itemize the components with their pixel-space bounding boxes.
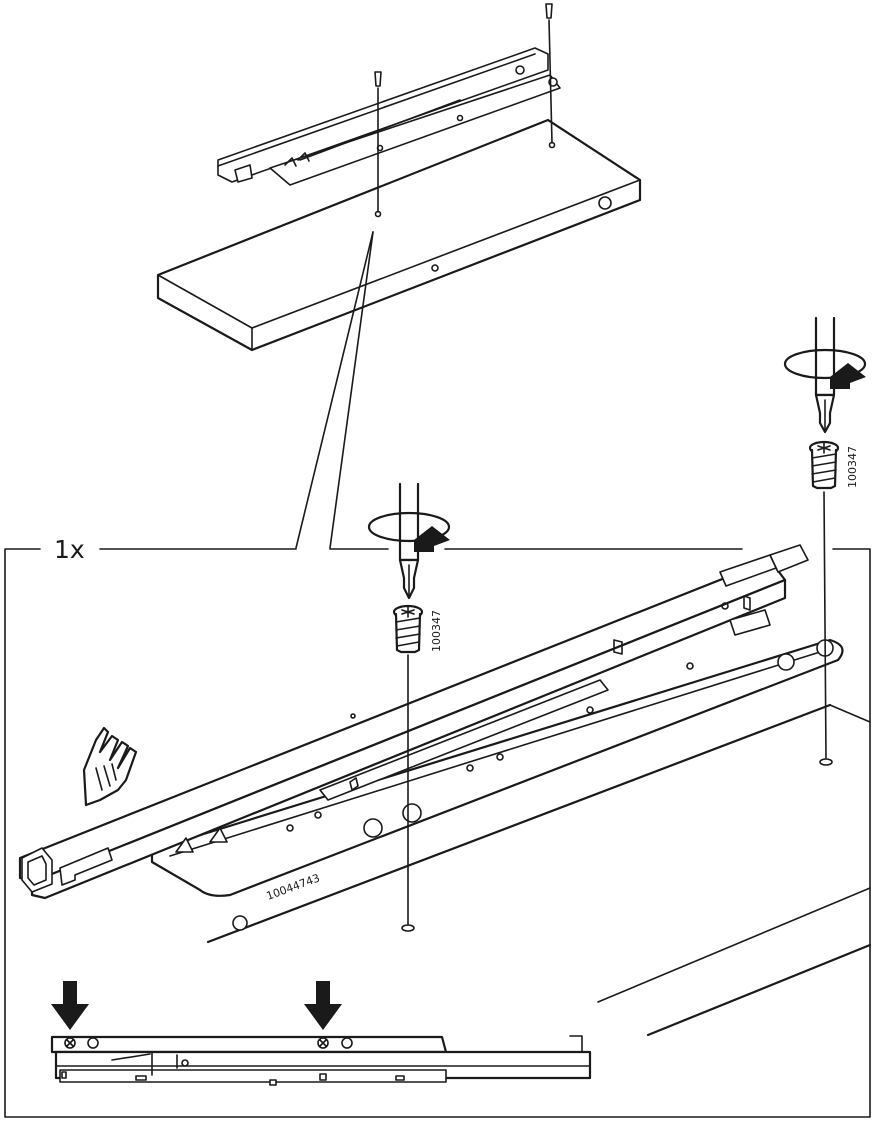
screw-icon — [808, 440, 840, 490]
quantity-label: 1x — [54, 535, 85, 564]
detail-frame: 1x — [4, 535, 871, 1118]
press-finger-icon — [82, 726, 138, 807]
detail-board-edges — [206, 703, 872, 1037]
detail-drawer-rail: 10044743 — [18, 544, 844, 903]
overview-panel — [156, 3, 642, 352]
overview-drawer-rail — [217, 47, 561, 186]
screwdriver-center: 100347 — [367, 482, 451, 926]
overview-screw-right — [545, 3, 553, 144]
screw-part-number-right: 100347 — [846, 446, 859, 488]
down-arrow-icon — [51, 981, 89, 1030]
screw-icon — [392, 604, 424, 654]
overview-screw-left — [374, 71, 382, 213]
rotation-arrow-icon — [367, 511, 451, 552]
screwdriver-right: 100347 — [783, 316, 867, 759]
screw-part-number-center: 100347 — [430, 610, 443, 652]
rotation-arrow-icon — [783, 348, 867, 389]
zoom-callout-lines — [295, 231, 374, 549]
drawer-panel-board — [156, 118, 642, 352]
side-view-rail — [50, 1035, 592, 1086]
down-arrow-icon — [304, 981, 342, 1030]
screwdriver-icon — [814, 316, 836, 434]
